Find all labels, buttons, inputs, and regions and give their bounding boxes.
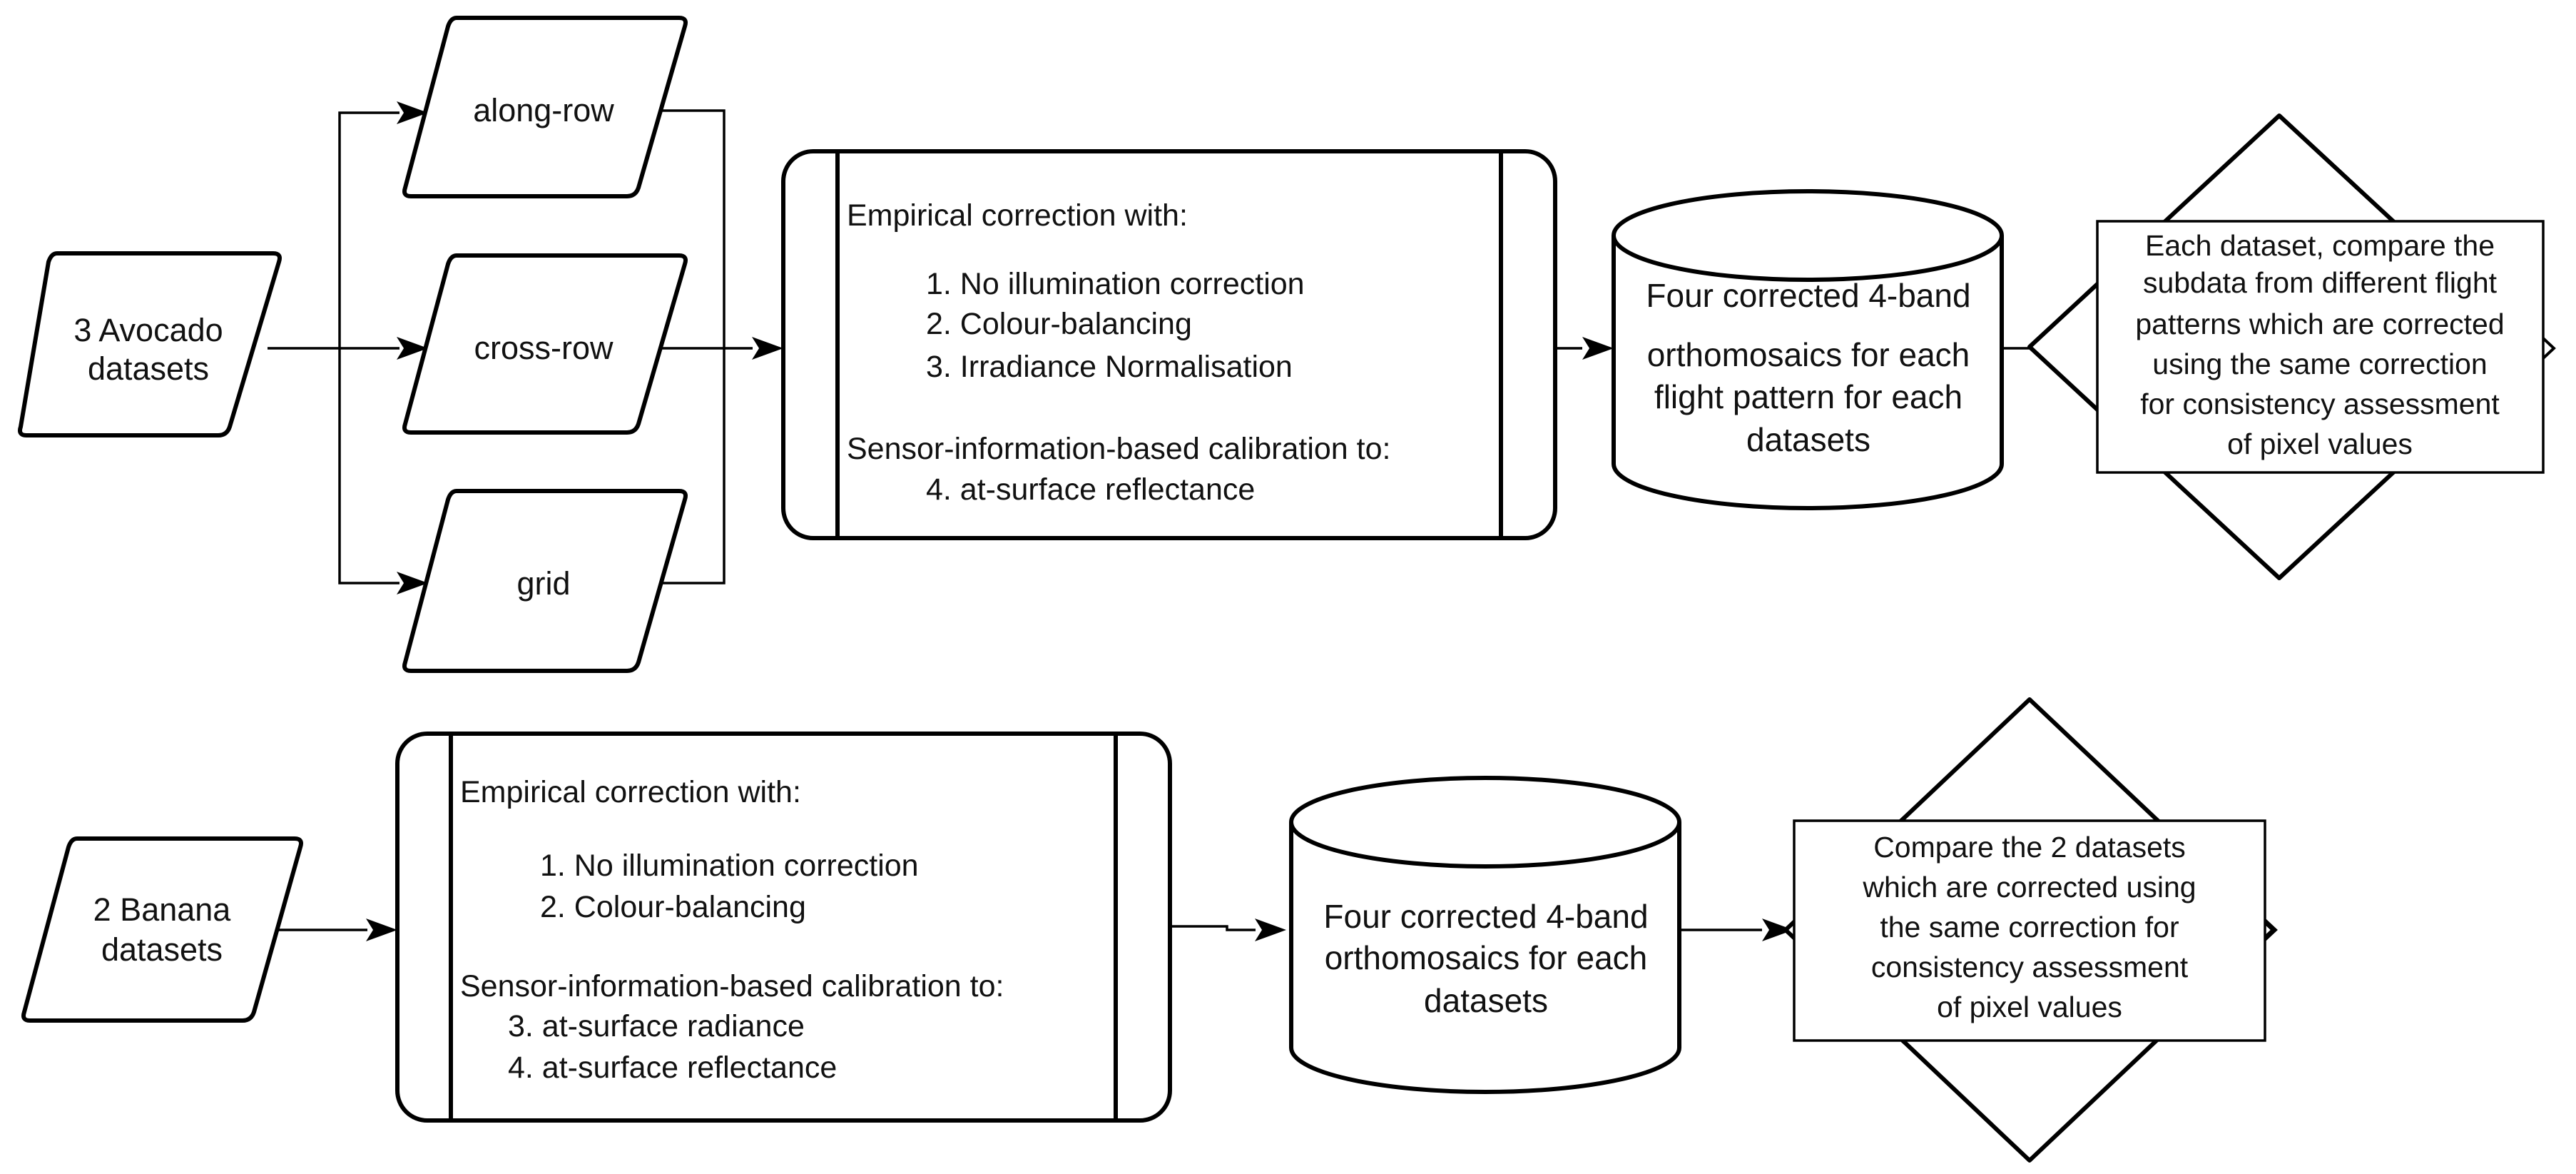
- banana-datasets-label-line-2: datasets: [101, 931, 223, 968]
- banana-process-item: 1. No illumination correction: [540, 849, 919, 883]
- connector-banana-process-to-store: [1170, 919, 1286, 941]
- connector-banana-source-to-process: [275, 919, 397, 941]
- banana-decision-label-line: consistency assessment: [1871, 951, 2189, 983]
- banana-decision-label-line: which are corrected using: [1862, 871, 2196, 904]
- flight-pattern-grid: grid: [402, 489, 688, 673]
- banana-decision-label-line: of pixel values: [1937, 991, 2122, 1023]
- connector-source-to-patterns: [268, 101, 428, 594]
- banana-comparison-decision: Compare the 2 datasets which are correct…: [1783, 697, 2278, 1163]
- avocado-orthomosaics-store: Four corrected 4-band orthomosaics for e…: [1612, 189, 2004, 510]
- banana-store-label-line: Four corrected 4-band: [1323, 898, 1648, 935]
- banana-calibration-item: 3. at-surface radiance: [508, 1009, 805, 1043]
- avocado-datasets-input: 3 Avocado datasets: [18, 251, 282, 437]
- grid-label: grid: [516, 565, 570, 602]
- avocado-decision-label-line: patterns which are corrected: [2135, 308, 2504, 340]
- connector-process-to-store: [1555, 337, 1614, 360]
- avocado-comparison-decision: Each dataset, compare the subdata from d…: [2027, 113, 2556, 580]
- avocado-process-item: 2. Colour-balancing: [926, 307, 1192, 341]
- avocado-datasets-label-line-2: datasets: [88, 350, 209, 387]
- avocado-calibration-heading: Sensor-information-based calibration to:: [847, 432, 1390, 466]
- banana-calibration-item: 4. at-surface reflectance: [508, 1051, 837, 1085]
- banana-datasets-label-line-1: 2 Banana: [93, 891, 232, 928]
- avocado-decision-label-line: Each dataset, compare the: [2145, 229, 2495, 262]
- avocado-store-label-line: flight pattern for each: [1654, 378, 1962, 415]
- avocado-store-label-line: datasets: [1746, 421, 1870, 458]
- avocado-calibration-item: 4. at-surface reflectance: [926, 472, 1255, 507]
- banana-store-label-line: orthomosaics for each: [1325, 939, 1648, 976]
- banana-decision-label-line: Compare the 2 datasets: [1873, 831, 2186, 864]
- avocado-process-item: 3. Irradiance Normalisation: [926, 350, 1293, 384]
- avocado-decision-label-line: subdata from different flight: [2143, 266, 2498, 299]
- banana-store-label-line: datasets: [1424, 982, 1548, 1019]
- avocado-process-heading: Empirical correction with:: [847, 198, 1188, 233]
- flight-pattern-along-row: along-row: [402, 16, 688, 198]
- avocado-store-label-line: orthomosaics for each: [1647, 336, 1970, 373]
- avocado-decision-label-line: using the same correction: [2152, 348, 2487, 380]
- avocado-correction-process: Empirical correction with: 1. No illumin…: [781, 149, 1557, 540]
- connector-banana-store-to-decision: [1680, 919, 1793, 941]
- avocado-process-item: 1. No illumination correction: [926, 267, 1305, 301]
- cross-row-label: cross-row: [474, 330, 614, 366]
- connector-patterns-to-process: [653, 109, 783, 585]
- banana-decision-label-line: the same correction for: [1880, 911, 2179, 943]
- flight-pattern-cross-row: cross-row: [402, 253, 688, 435]
- banana-calibration-heading: Sensor-information-based calibration to:: [460, 969, 1004, 1003]
- banana-process-heading: Empirical correction with:: [460, 775, 801, 809]
- along-row-label: along-row: [473, 92, 614, 128]
- avocado-datasets-label-line-1: 3 Avocado: [73, 312, 223, 348]
- avocado-decision-label-line: of pixel values: [2227, 427, 2413, 460]
- banana-process-item: 2. Colour-balancing: [540, 890, 806, 924]
- avocado-decision-label-line: for consistency assessment: [2140, 388, 2500, 420]
- banana-orthomosaics-store: Four corrected 4-band orthomosaics for e…: [1289, 776, 1681, 1094]
- banana-datasets-input: 2 Banana datasets: [21, 836, 303, 1023]
- banana-correction-process: Empirical correction with: 1. No illumin…: [395, 732, 1172, 1123]
- avocado-store-label-line: Four corrected 4-band: [1646, 277, 1970, 314]
